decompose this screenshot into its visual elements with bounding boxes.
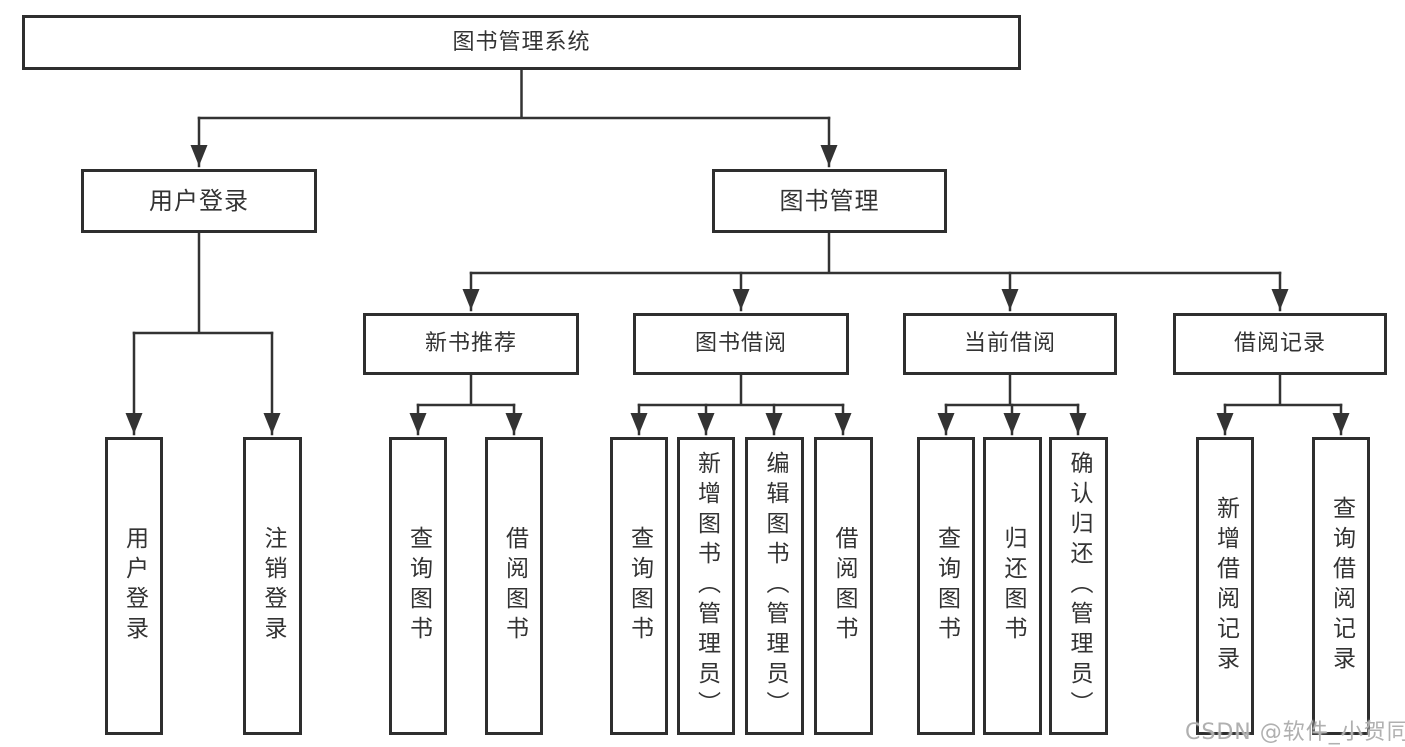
node-borrow-records: 借阅记录 bbox=[1173, 313, 1387, 375]
leaf-nb-borrow-books: 借阅图书 bbox=[485, 437, 543, 735]
leaf-bb-borrow-books: 借阅图书 bbox=[814, 437, 873, 735]
node-user-login: 用户登录 bbox=[81, 169, 317, 233]
leaf-bb-edit-books-admin: 编辑图书（管理员） bbox=[745, 437, 804, 735]
leaf-br-add-borrow-record: 新增借阅记录 bbox=[1196, 437, 1254, 735]
leaf-bb-query-books: 查询图书 bbox=[610, 437, 668, 735]
leaf-bb-add-books-admin: 新增图书（管理员） bbox=[677, 437, 735, 735]
leaf-user-login: 用户登录 bbox=[105, 437, 163, 735]
node-new-book-recommend: 新书推荐 bbox=[363, 313, 579, 375]
leaf-cb-return-books: 归还图书 bbox=[983, 437, 1042, 735]
leaf-logout-login: 注销登录 bbox=[243, 437, 302, 735]
leaf-br-query-borrow-record: 查询借阅记录 bbox=[1312, 437, 1370, 735]
node-library-management-system: 图书管理系统 bbox=[22, 15, 1021, 70]
node-book-borrow: 图书借阅 bbox=[633, 313, 849, 375]
leaf-nb-query-books: 查询图书 bbox=[389, 437, 447, 735]
leaf-cb-query-books: 查询图书 bbox=[917, 437, 975, 735]
csdn-watermark: CSDN @软件_小贺同学 bbox=[1185, 720, 1405, 745]
node-current-borrow: 当前借阅 bbox=[903, 313, 1117, 375]
node-book-management: 图书管理 bbox=[712, 169, 947, 233]
leaf-cb-confirm-return-admin: 确认归还（管理员） bbox=[1049, 437, 1108, 735]
